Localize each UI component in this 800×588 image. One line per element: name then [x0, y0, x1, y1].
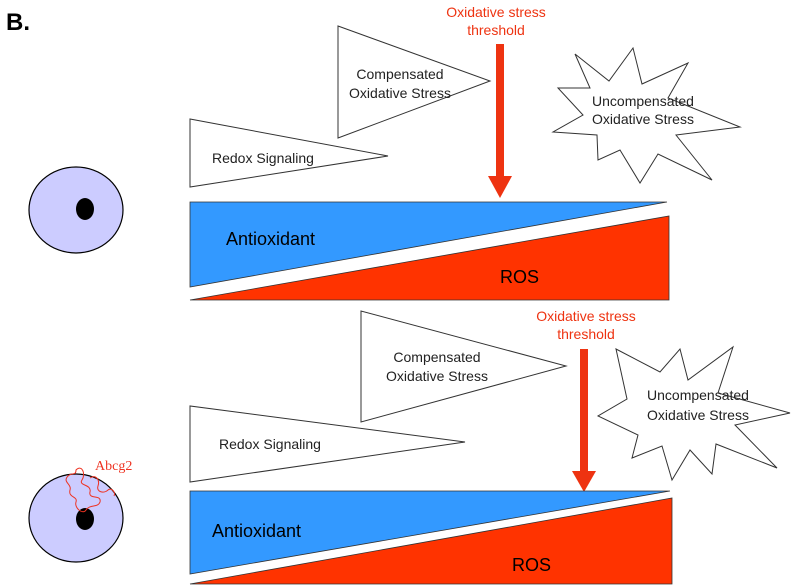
threshold-arrow: [572, 349, 596, 492]
ros-label: ROS: [500, 267, 539, 287]
compensated-label-line2: Oxidative Stress: [386, 368, 488, 384]
uncompensated-label-line1: Uncompensated: [647, 387, 749, 403]
antioxidant-wedge: [189, 201, 668, 288]
top-panel: Redox Signaling Compensated Oxidative St…: [28, 4, 742, 301]
ros-label: ROS: [512, 555, 551, 575]
threshold-label-line2: threshold: [467, 22, 525, 38]
uncompensated-stress-burst: [596, 345, 791, 482]
bottom-panel: Abcg2 Redox Signaling Compensated Oxidat…: [28, 308, 791, 585]
uncompensated-label-line1: Uncompensated: [592, 93, 694, 109]
redox-signaling-triangle: [189, 118, 389, 188]
threshold-label-line2: threshold: [557, 326, 615, 342]
uncompensated-label-line2: Oxidative Stress: [647, 407, 749, 423]
antioxidant-wedge: [189, 490, 671, 575]
redox-signaling-label: Redox Signaling: [219, 436, 321, 452]
compensated-stress-triangle: [360, 310, 568, 423]
threshold-label-line1: Oxidative stress: [446, 4, 546, 20]
redox-signaling-label: Redox Signaling: [212, 150, 314, 166]
uncompensated-label-line2: Oxidative Stress: [592, 111, 694, 127]
antioxidant-label: Antioxidant: [226, 229, 315, 249]
threshold-arrow: [488, 44, 512, 198]
redox-signaling-triangle: [189, 405, 466, 483]
threshold-label-line1: Oxidative stress: [536, 308, 636, 324]
abcg2-gene-squiggle: [65, 467, 115, 513]
compensated-label-line1: Compensated: [393, 349, 480, 365]
abcg2-gene-label: Abcg2: [95, 459, 132, 474]
antioxidant-label: Antioxidant: [212, 521, 301, 541]
top-cell: [28, 166, 124, 254]
cell-body: [28, 473, 124, 563]
compensated-label-line1: Compensated: [356, 66, 443, 82]
cell-nucleus: [76, 198, 94, 220]
cell-nucleus: [76, 508, 94, 530]
ros-wedge: [189, 497, 673, 585]
ros-wedge: [189, 215, 670, 301]
bottom-cell: Abcg2: [28, 459, 132, 563]
compensated-stress-triangle: [337, 25, 492, 139]
compensated-label-line2: Oxidative Stress: [349, 85, 451, 101]
cell-body: [28, 166, 124, 254]
panel-label: B.: [6, 9, 30, 36]
uncompensated-stress-burst: [551, 46, 742, 184]
